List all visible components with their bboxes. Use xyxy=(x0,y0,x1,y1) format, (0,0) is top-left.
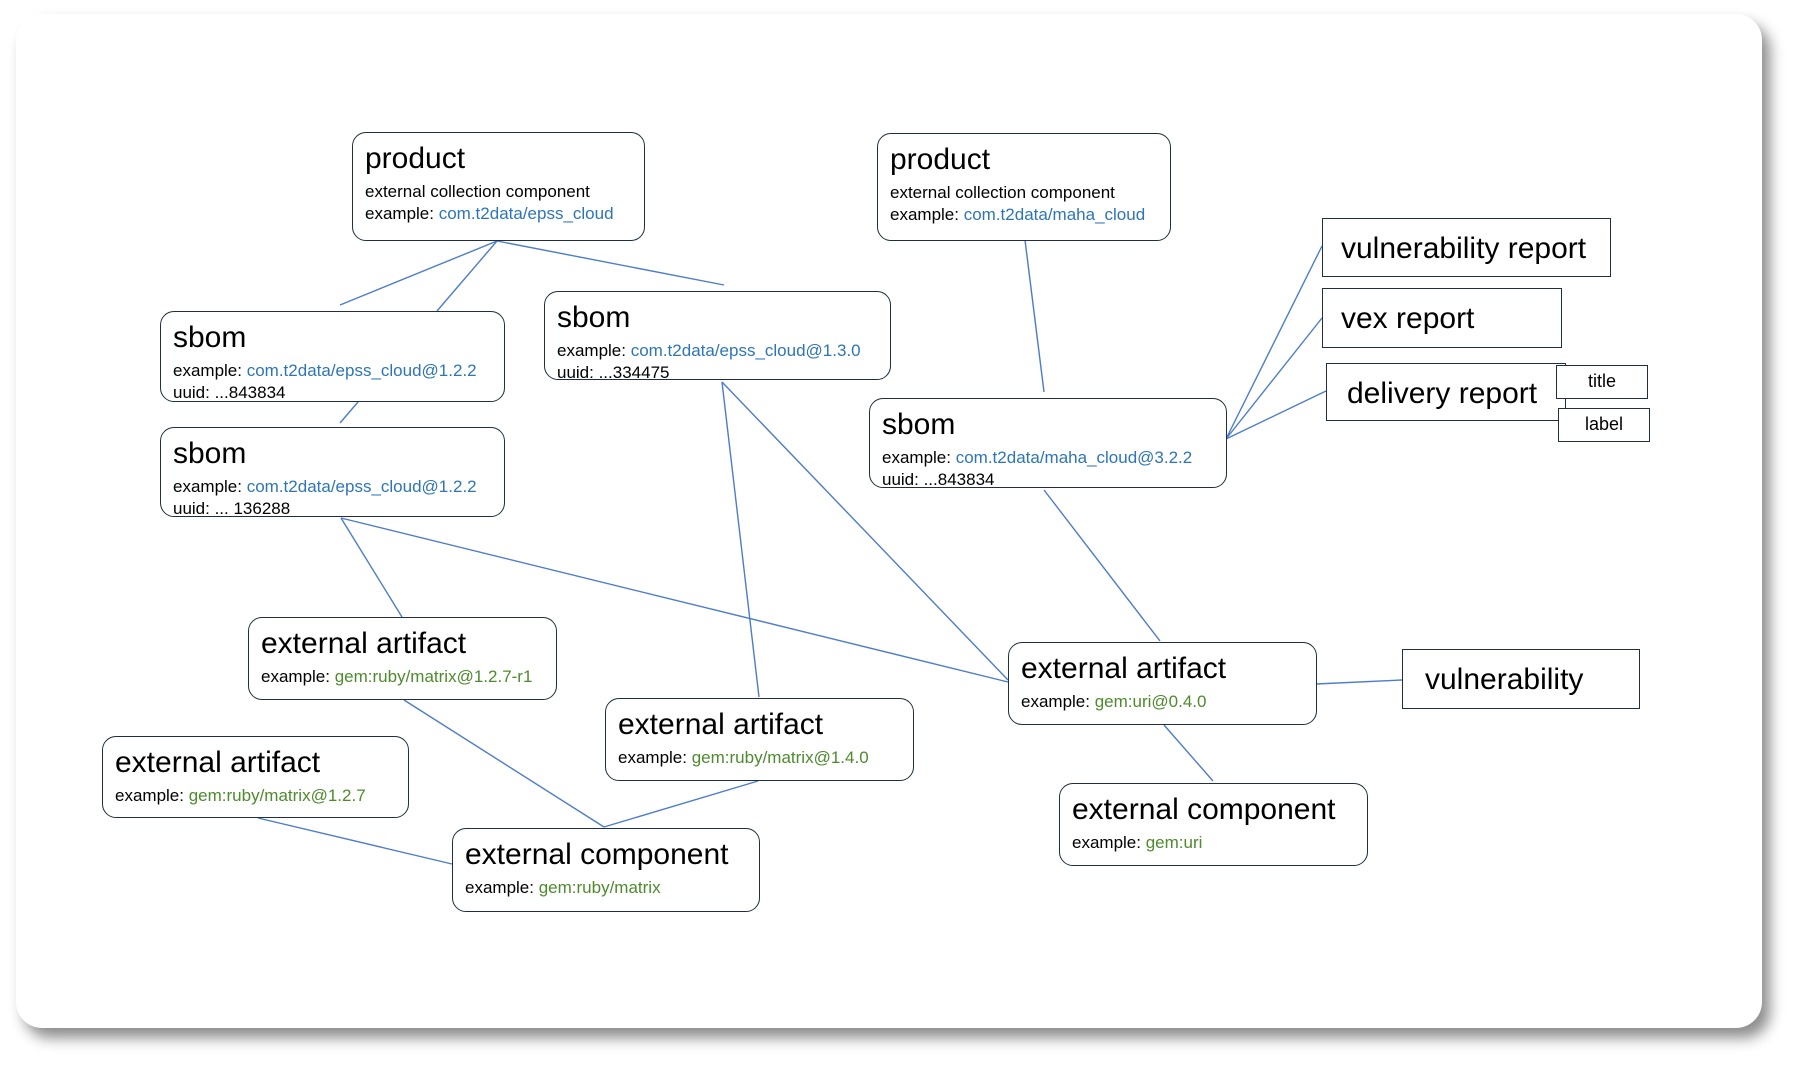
node-title: sbom xyxy=(173,437,247,470)
sbom-node-2: sbom example: com.t2data/epss_cloud@1.2.… xyxy=(160,427,505,518)
edge-artifact-4-to-vulnerability xyxy=(1315,679,1403,685)
edge-sbom-4-to-vulnerability-report xyxy=(1225,245,1323,440)
node-title: vex report xyxy=(1341,302,1475,335)
node-title: sbom xyxy=(173,321,247,354)
node-uuid: uuid: ...843834 xyxy=(173,383,286,402)
node-example: example: com.t2data/maha_cloud@3.2.2 xyxy=(882,448,1193,467)
node-title: external component xyxy=(465,838,729,871)
node-title: external artifact xyxy=(261,627,467,660)
node-title: sbom xyxy=(557,301,631,334)
node-title: sbom xyxy=(882,408,956,441)
node-title: vulnerability xyxy=(1425,663,1584,696)
node-example: example: com.t2data/epss_cloud@1.2.2 xyxy=(173,477,477,496)
sbom-node-3: sbom example: com.t2data/epss_cloud@1.3.… xyxy=(544,291,891,382)
edge-product-left-to-sbom-3 xyxy=(496,240,725,286)
vulnerability-report-node: vulnerability report xyxy=(1322,218,1611,277)
node-uuid: uuid: ...334475 xyxy=(557,363,670,382)
delivery-report-node: delivery report xyxy=(1326,363,1566,421)
external-artifact-node-3: external artifact example: gem:ruby/matr… xyxy=(605,698,914,781)
node-title: delivery report xyxy=(1347,377,1538,410)
node-uuid: uuid: ... 136288 xyxy=(173,499,291,518)
node-example: example: com.t2data/epss_cloud@1.2.2 xyxy=(173,361,477,380)
external-component-node-2: external component example: gem:uri xyxy=(1059,783,1368,866)
delivery-report-label-tag: label xyxy=(1558,408,1650,442)
edge-artifact-2-to-component-1 xyxy=(257,817,453,865)
node-title: vulnerability report xyxy=(1341,232,1587,265)
node-example: example: gem:uri xyxy=(1072,833,1203,852)
product-node-right: product external collection component ex… xyxy=(877,133,1171,241)
node-title: external artifact xyxy=(618,708,824,741)
edge-artifact-4-to-component-2 xyxy=(1163,724,1214,782)
external-component-node-1: external component example: gem:ruby/mat… xyxy=(452,828,760,912)
edge-artifact-3-to-component-1 xyxy=(603,780,759,828)
edge-product-right-to-sbom-4 xyxy=(1024,239,1045,393)
edge-sbom-4-to-vex-report xyxy=(1225,317,1323,440)
sbom-node-4: sbom example: com.t2data/maha_cloud@3.2.… xyxy=(869,398,1227,489)
edge-sbom-3-to-artifact-3 xyxy=(721,381,760,698)
edge-sbom-2-to-artifact-1 xyxy=(340,517,403,618)
product-node-left: product external collection component ex… xyxy=(352,132,645,241)
edge-product-left-to-sbom-1b xyxy=(436,240,498,312)
sbom-node-1: sbom example: com.t2data/epss_cloud@1.2.… xyxy=(160,311,505,402)
node-title: external component xyxy=(1072,793,1336,826)
node-example: example: gem:uri@0.4.0 xyxy=(1021,692,1207,711)
edge-sbom-2-to-artifact-4 xyxy=(340,517,1009,683)
node-title: product xyxy=(365,142,466,175)
external-artifact-node-4: external artifact example: gem:uri@0.4.0 xyxy=(1008,642,1317,725)
node-title: product xyxy=(890,143,991,176)
node-title: external artifact xyxy=(1021,652,1227,685)
node-uuid: uuid: ...843834 xyxy=(882,470,995,489)
node-example: example: com.t2data/epss_cloud@1.3.0 xyxy=(557,341,861,360)
edge-sbom-1-to-sbom-2 xyxy=(339,401,359,424)
node-example: example: gem:ruby/matrix xyxy=(465,878,661,897)
external-artifact-node-1: external artifact example: gem:ruby/matr… xyxy=(248,617,557,700)
edge-sbom-3-to-artifact-4 xyxy=(721,381,1009,681)
node-example: example: gem:ruby/matrix@1.2.7 xyxy=(115,786,366,805)
edge-product-left-to-sbom-1 xyxy=(339,240,498,306)
node-title: external artifact xyxy=(115,746,321,779)
vex-report-node: vex report xyxy=(1322,288,1562,348)
node-subtitle: external collection component xyxy=(365,182,590,201)
edge-sbom-4-to-delivery-report xyxy=(1225,390,1327,440)
delivery-report-title-tag: title xyxy=(1556,365,1648,399)
node-example: example: com.t2data/maha_cloud xyxy=(890,205,1146,224)
node-subtitle: external collection component xyxy=(890,183,1115,202)
node-example: example: gem:ruby/matrix@1.4.0 xyxy=(618,748,869,767)
vulnerability-node: vulnerability xyxy=(1402,649,1640,709)
node-example: example: gem:ruby/matrix@1.2.7-r1 xyxy=(261,667,533,686)
edge-sbom-4-to-artifact-4 xyxy=(1043,489,1161,642)
node-example: example: com.t2data/epss_cloud xyxy=(365,204,614,223)
edge-artifact-1-to-component-1 xyxy=(403,699,605,828)
external-artifact-node-2: external artifact example: gem:ruby/matr… xyxy=(102,736,409,818)
